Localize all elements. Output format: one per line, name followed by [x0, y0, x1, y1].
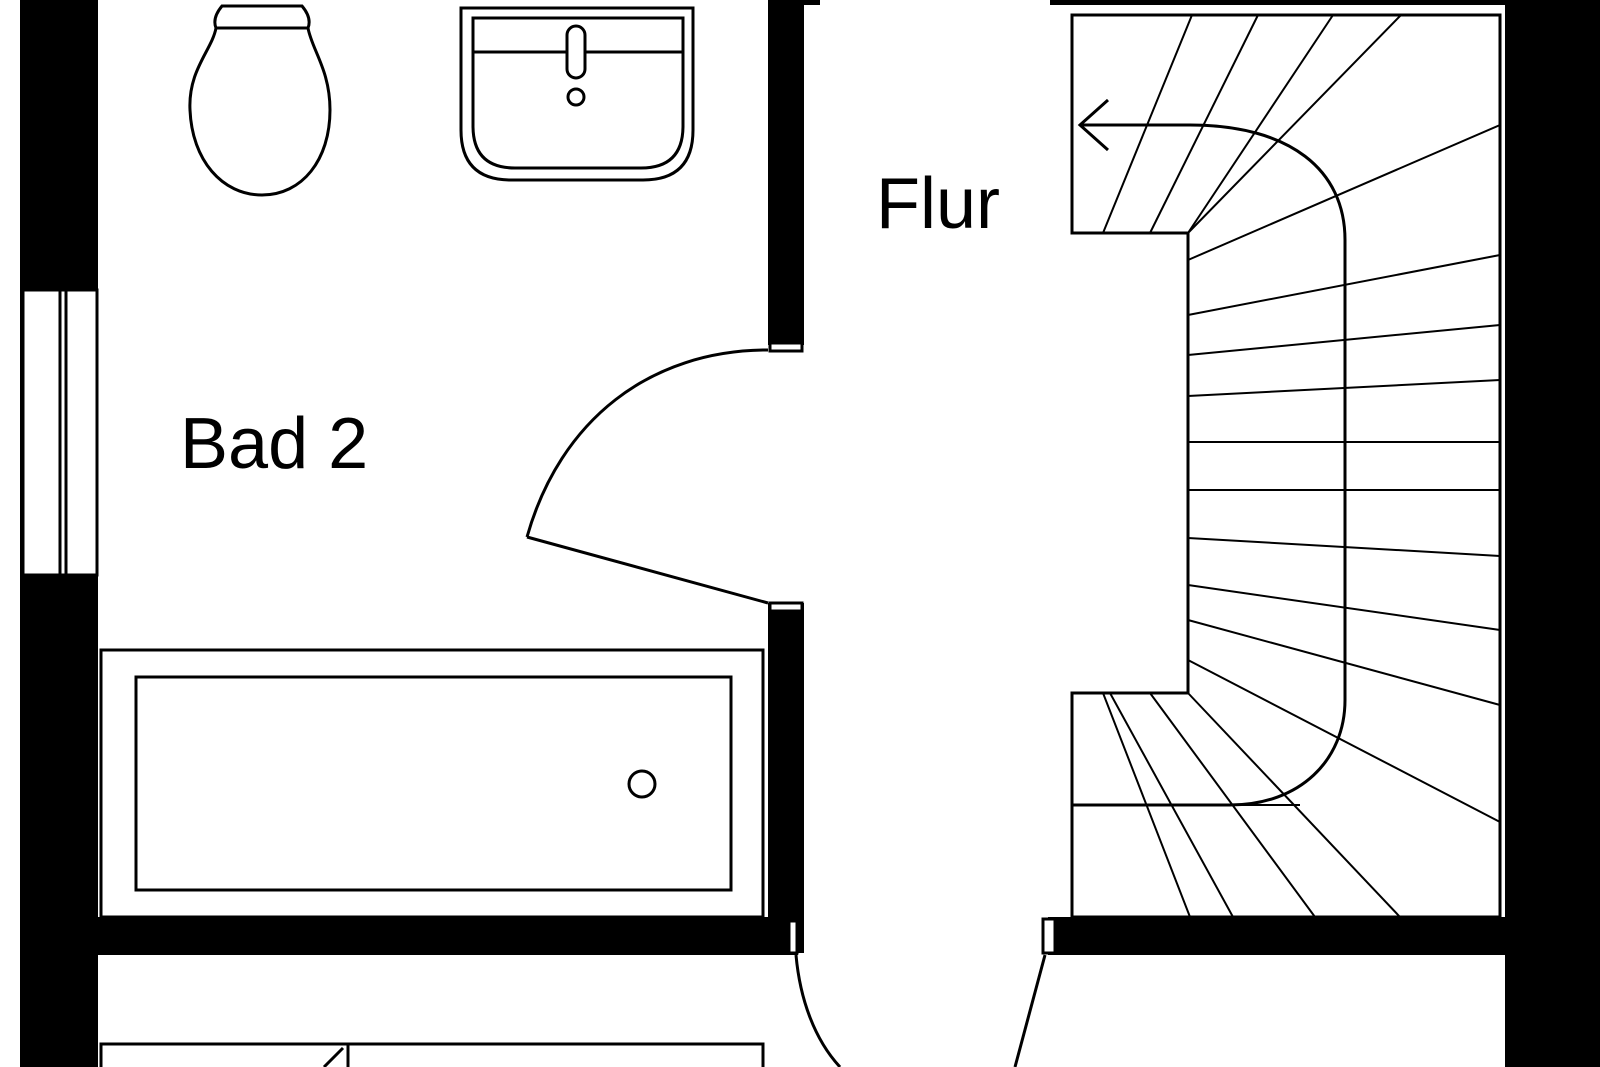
- washbasin: [459, 6, 695, 182]
- bathroom-door: [525, 348, 769, 605]
- room-label-bathroom: Bad 2: [180, 404, 368, 484]
- bathtub: [99, 648, 765, 919]
- door-jamb-top: [768, 341, 804, 353]
- staircase: [1070, 13, 1502, 919]
- top-wall-stub-right: [1050, 0, 1505, 5]
- room-label-hallway: Flur: [876, 164, 1000, 244]
- window: [21, 288, 99, 577]
- door-jamb-bath-bottom: [787, 919, 799, 955]
- door-jamb-stair: [1041, 917, 1057, 955]
- bottom-door-swing-left: [794, 954, 842, 1067]
- stair-bottom-wall: [1048, 917, 1505, 955]
- bathroom-wall-upper: [768, 0, 804, 345]
- bottom-door-swing-right: [1013, 954, 1047, 1067]
- toilet: [188, 4, 332, 197]
- door-jamb-bottom: [768, 601, 804, 613]
- bottom-cabinet: [99, 1042, 765, 1067]
- bathroom-bottom-wall: [98, 917, 798, 955]
- right-exterior-wall: [1505, 0, 1600, 1067]
- bathroom-wall-lower: [768, 603, 804, 953]
- stair-direction-arrow-icon: [1077, 98, 1109, 152]
